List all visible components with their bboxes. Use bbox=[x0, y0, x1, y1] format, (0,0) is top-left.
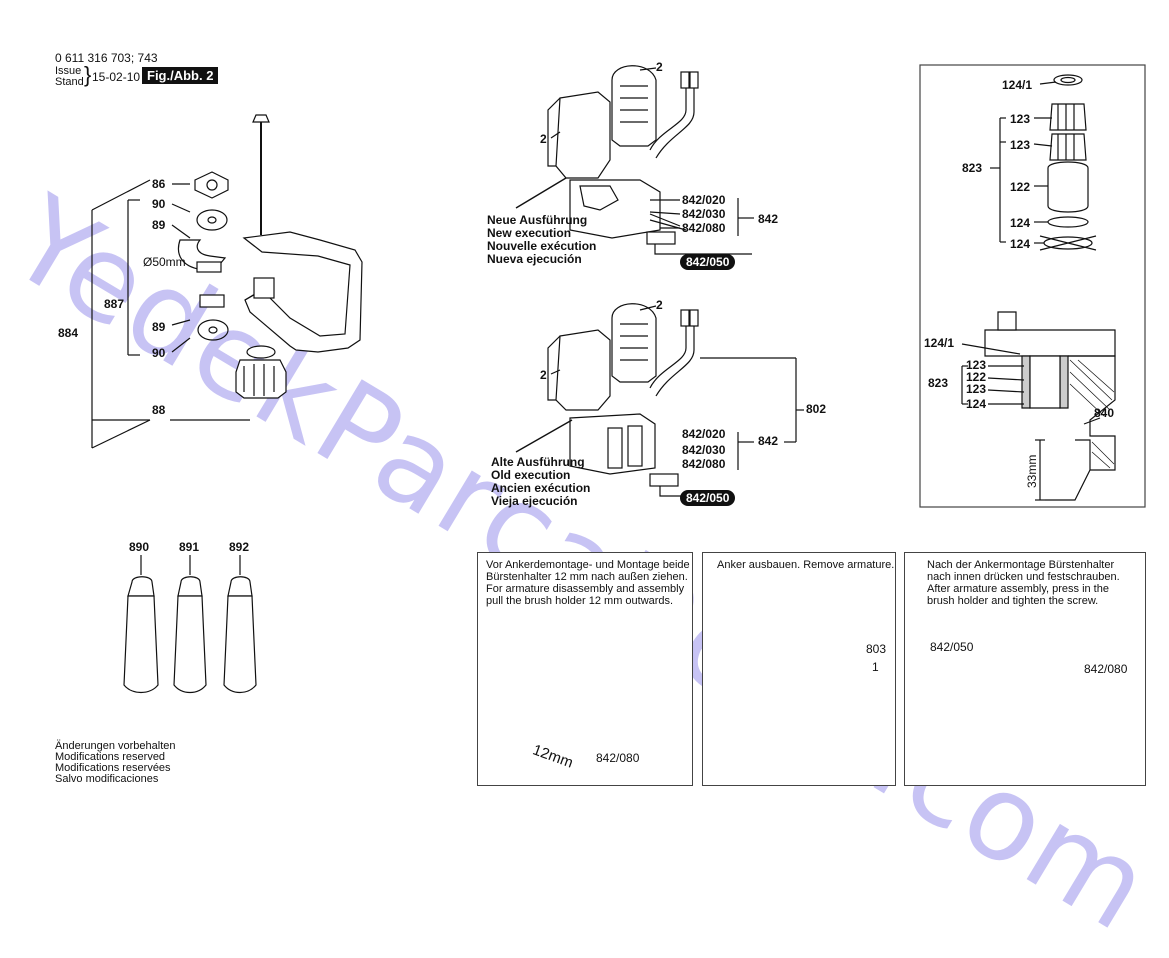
part-89-top: 89 bbox=[152, 218, 166, 232]
step-1-line-2: Bürstenhalter 12 mm nach außen ziehen. bbox=[486, 571, 688, 583]
part-88: 88 bbox=[152, 403, 166, 417]
part-890: 890 bbox=[129, 540, 150, 554]
assembly-802: 802 bbox=[806, 402, 827, 416]
old-execution-fr: Ancien exécution bbox=[491, 481, 591, 495]
bearing-124-top-b: 124 bbox=[1010, 237, 1031, 251]
issue-date: 15-02-10 bbox=[92, 70, 141, 84]
new-part-842-080: 842/080 bbox=[682, 221, 726, 235]
new-part-842-020: 842/020 bbox=[682, 193, 726, 207]
new-execution-de: Neue Ausführung bbox=[487, 213, 588, 227]
step-3-line-2: nach innen drücken und festschrauben. bbox=[927, 571, 1120, 583]
bearing-823-lower: 823 bbox=[928, 376, 949, 390]
new-execution-en: New execution bbox=[487, 226, 572, 240]
footer-en: Modifications reserved bbox=[55, 751, 166, 763]
part-887: 887 bbox=[104, 297, 125, 311]
step-3-line-3: After armature assembly, press in the bbox=[927, 583, 1109, 595]
new-execution-fr: Nouvelle exécution bbox=[487, 239, 597, 253]
part-891: 891 bbox=[179, 540, 200, 554]
step-panel-3: Nach der Ankermontage Bürstenhalter nach… bbox=[904, 552, 1146, 786]
step-1-label-842-080: 842/080 bbox=[596, 751, 640, 765]
bearing-823-top: 823 bbox=[962, 161, 983, 175]
stand-label: Stand bbox=[55, 76, 84, 88]
bearing-840: 840 bbox=[1094, 406, 1115, 420]
step-3-line-1: Nach der Ankermontage Bürstenhalter bbox=[927, 559, 1115, 571]
bearing-124-lower: 124 bbox=[966, 397, 987, 411]
part-89-bottom: 89 bbox=[152, 320, 166, 334]
bearing-124-1-top: 124/1 bbox=[1002, 78, 1033, 92]
bearing-122-top: 122 bbox=[1010, 180, 1031, 194]
bearing-123-lower-b: 123 bbox=[966, 382, 987, 396]
bearing-123-lower-a: 123 bbox=[966, 358, 987, 372]
new-coil-label-top: 2 bbox=[656, 60, 663, 74]
step-1-line-4: pull the brush holder 12 mm outwards. bbox=[486, 595, 674, 607]
issue-stand: Issue Stand bbox=[55, 66, 84, 88]
tube-891 bbox=[173, 576, 207, 694]
step-1-line-1: Vor Ankerdemontage- und Montage beide bbox=[486, 559, 690, 571]
step-2-label-1: 1 bbox=[872, 660, 879, 674]
footer-es: Salvo modificaciones bbox=[55, 773, 159, 785]
footer-de: Änderungen vorbehalten bbox=[55, 740, 176, 752]
bearing-124-top-a: 124 bbox=[1010, 216, 1031, 230]
step-3-caption: Nach der Ankermontage Bürstenhalter nach… bbox=[927, 559, 1120, 607]
old-execution-en: Old execution bbox=[491, 468, 571, 482]
step-2-caption: Anker ausbauen. Remove armature. bbox=[717, 559, 895, 571]
step-1-line-3: For armature disassembly and assembly bbox=[486, 583, 685, 595]
tube-892 bbox=[223, 576, 257, 694]
step-3-label-842-080: 842/080 bbox=[1084, 662, 1128, 676]
figure-label: Fig./Abb. 2 bbox=[142, 67, 219, 84]
footer-fr: Modifications reservées bbox=[55, 762, 171, 774]
bearing-123-top-a: 123 bbox=[1010, 112, 1031, 126]
old-group-842: 842 bbox=[758, 434, 779, 448]
bearing-123-top-b: 123 bbox=[1010, 138, 1031, 152]
step-2-label-803: 803 bbox=[866, 642, 887, 656]
new-execution-es: Nueva ejecución bbox=[487, 252, 582, 266]
brace-icon: } bbox=[84, 62, 92, 87]
part-892: 892 bbox=[229, 540, 250, 554]
bearing-dimension: 33mm bbox=[1025, 454, 1039, 488]
part-90-top: 90 bbox=[152, 197, 166, 211]
step-3-line-4: brush holder and tighten the screw. bbox=[927, 595, 1099, 607]
new-part-842-030: 842/030 bbox=[682, 207, 726, 221]
old-part-842-020: 842/020 bbox=[682, 427, 726, 441]
diameter-label: Ø50mm bbox=[143, 255, 186, 269]
new-pill-842-050: 842/050 bbox=[680, 254, 736, 270]
old-execution-de: Alte Ausführung bbox=[491, 455, 585, 469]
doc-number: 0 611 316 703; 743 bbox=[55, 51, 158, 65]
old-execution-es: Vieja ejecución bbox=[491, 494, 578, 508]
old-coil-label-top: 2 bbox=[656, 298, 663, 312]
old-part-842-030: 842/030 bbox=[682, 443, 726, 457]
new-coil-label-left: 2 bbox=[540, 132, 547, 146]
issue-label: Issue bbox=[55, 65, 82, 77]
step-panel-2: Anker ausbauen. Remove armature. bbox=[702, 552, 896, 786]
step-panel-1: Vor Ankerdemontage- und Montage beide Bü… bbox=[477, 552, 693, 786]
part-884: 884 bbox=[58, 326, 79, 340]
step-1-caption: Vor Ankerdemontage- und Montage beide Bü… bbox=[486, 559, 690, 607]
footer-notes: Änderungen vorbehalten Modifications res… bbox=[55, 741, 175, 785]
new-group-842: 842 bbox=[758, 212, 779, 226]
new-execution-text: Neue Ausführung New execution Nouvelle e… bbox=[487, 214, 596, 266]
bearing-124-1-lower: 124/1 bbox=[924, 336, 955, 350]
bearing-122-lower: 122 bbox=[966, 370, 987, 384]
old-coil-label-left: 2 bbox=[540, 368, 547, 382]
old-execution-text: Alte Ausführung Old execution Ancien exé… bbox=[491, 456, 590, 508]
part-86: 86 bbox=[152, 177, 166, 191]
part-90-bottom: 90 bbox=[152, 346, 166, 360]
old-pill-842-050: 842/050 bbox=[680, 490, 736, 506]
old-part-842-080: 842/080 bbox=[682, 457, 726, 471]
tube-890 bbox=[123, 576, 159, 694]
step-3-label-842-050: 842/050 bbox=[930, 640, 974, 654]
